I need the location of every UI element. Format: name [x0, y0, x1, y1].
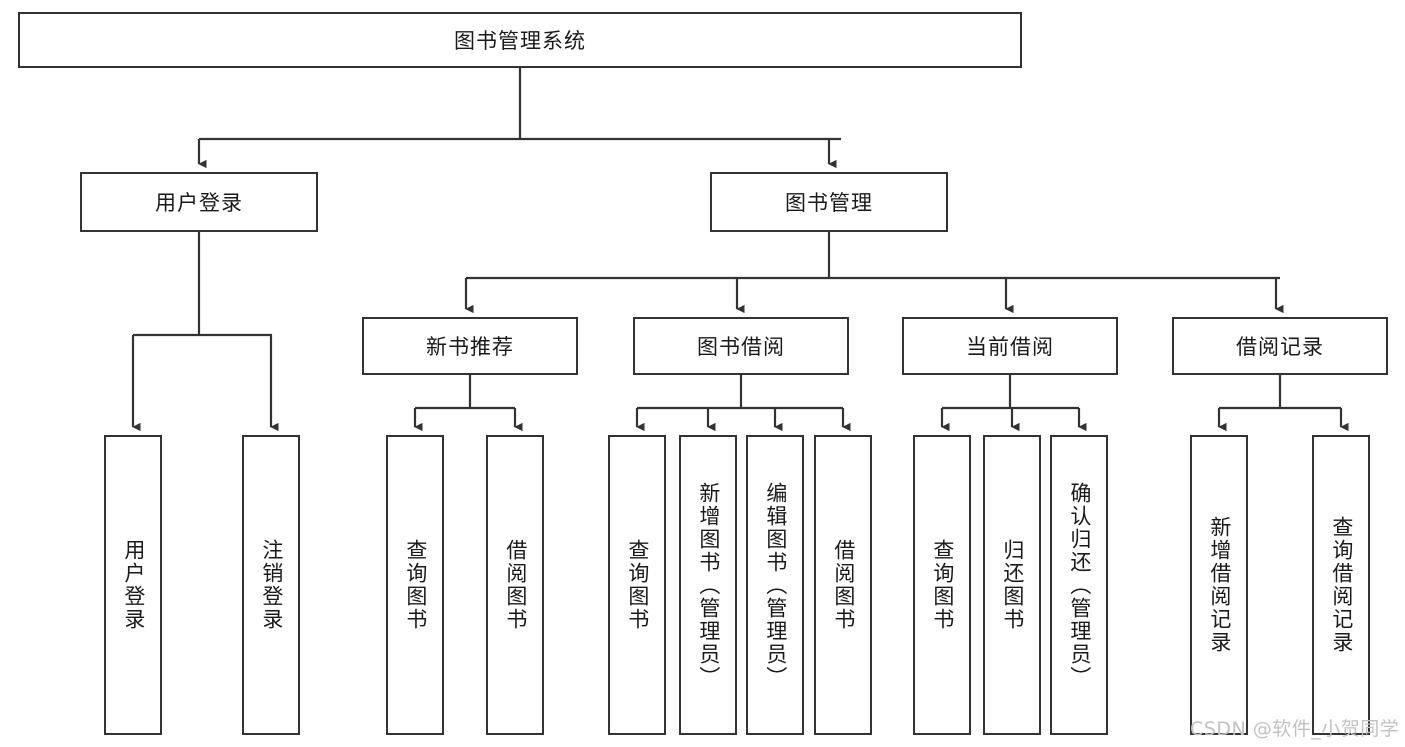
node-root-label: 图书管理系统 — [454, 29, 586, 53]
node-leaf-query-books-recommend[interactable]: 查询图书 — [386, 435, 444, 735]
node-book-management[interactable]: 图书管理 — [710, 172, 948, 232]
node-borrow-record-label: 借阅记录 — [1236, 335, 1324, 359]
node-leaf-edit-book-admin[interactable]: 编辑图书（管理员） — [746, 435, 804, 735]
node-book-management-label: 图书管理 — [785, 191, 873, 215]
node-leaf-query-books-current-label: 查询图书 — [930, 539, 955, 631]
node-leaf-add-book-admin-label: 新增图书（管理员） — [696, 481, 721, 689]
node-leaf-query-books-current[interactable]: 查询图书 — [913, 435, 971, 735]
node-leaf-query-borrow-record-label: 查询借阅记录 — [1329, 516, 1354, 654]
node-book-borrow[interactable]: 图书借阅 — [633, 317, 849, 375]
node-leaf-user-login-label: 用户登录 — [121, 539, 146, 631]
node-leaf-add-book-admin[interactable]: 新增图书（管理员） — [679, 435, 737, 735]
node-leaf-confirm-return-admin-label: 确认归还（管理员） — [1067, 481, 1092, 689]
node-leaf-query-books-borrow[interactable]: 查询图书 — [608, 435, 666, 735]
node-user-login[interactable]: 用户登录 — [80, 172, 318, 232]
node-leaf-borrow-books[interactable]: 借阅图书 — [814, 435, 872, 735]
node-new-book-recommend[interactable]: 新书推荐 — [362, 317, 578, 375]
node-leaf-borrow-books-label: 借阅图书 — [831, 539, 856, 631]
node-current-borrow[interactable]: 当前借阅 — [902, 317, 1118, 375]
node-leaf-add-borrow-record[interactable]: 新增借阅记录 — [1190, 435, 1248, 735]
node-book-borrow-label: 图书借阅 — [697, 335, 785, 359]
node-leaf-add-borrow-record-label: 新增借阅记录 — [1207, 516, 1232, 654]
node-leaf-return-books[interactable]: 归还图书 — [983, 435, 1041, 735]
node-new-book-recommend-label: 新书推荐 — [426, 335, 514, 359]
node-leaf-logout[interactable]: 注销登录 — [242, 435, 300, 735]
node-leaf-user-login[interactable]: 用户登录 — [104, 435, 162, 735]
node-leaf-logout-label: 注销登录 — [259, 539, 284, 631]
node-borrow-record[interactable]: 借阅记录 — [1172, 317, 1388, 375]
node-leaf-confirm-return-admin[interactable]: 确认归还（管理员） — [1050, 435, 1108, 735]
node-leaf-query-books-recommend-label: 查询图书 — [403, 539, 428, 631]
node-current-borrow-label: 当前借阅 — [966, 335, 1054, 359]
node-leaf-borrow-books-recommend-label: 借阅图书 — [503, 539, 528, 631]
node-user-login-label: 用户登录 — [155, 191, 243, 215]
node-leaf-query-borrow-record[interactable]: 查询借阅记录 — [1312, 435, 1370, 735]
node-leaf-query-books-borrow-label: 查询图书 — [625, 539, 650, 631]
node-leaf-borrow-books-recommend[interactable]: 借阅图书 — [486, 435, 544, 735]
node-root[interactable]: 图书管理系统 — [18, 12, 1022, 68]
csdn-watermark: CSDN @软件_小贺同学 — [1190, 718, 1400, 740]
node-leaf-edit-book-admin-label: 编辑图书（管理员） — [763, 481, 788, 689]
node-leaf-return-books-label: 归还图书 — [1000, 539, 1025, 631]
